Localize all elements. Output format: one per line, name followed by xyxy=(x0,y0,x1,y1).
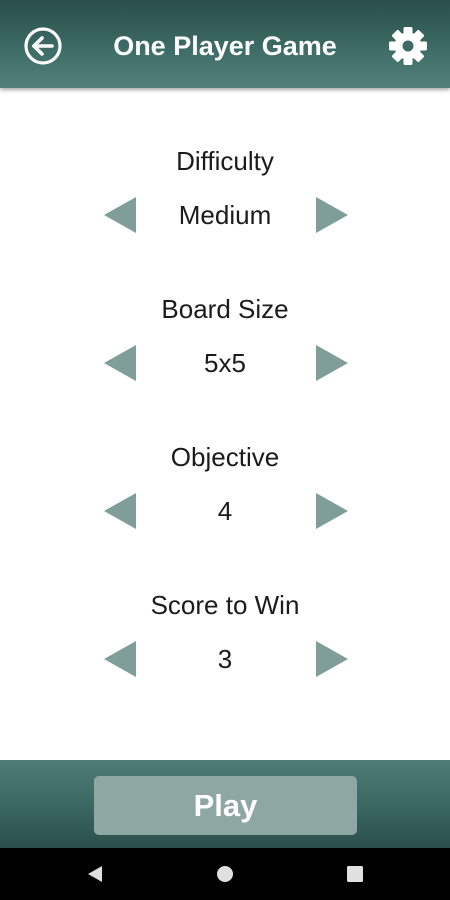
triangle-left-icon xyxy=(104,345,136,381)
nav-back-button[interactable] xyxy=(81,860,109,888)
setting-value: 3 xyxy=(217,644,233,674)
setting-objective: Objective 4 xyxy=(0,439,450,549)
score-to-win-next-button[interactable] xyxy=(312,639,352,679)
setting-board-size: Board Size 5x5 xyxy=(0,291,450,401)
triangle-right-icon xyxy=(316,345,348,381)
objective-next-button[interactable] xyxy=(312,491,352,531)
setting-label: Board Size xyxy=(161,294,289,324)
setting-value: 4 xyxy=(217,496,233,526)
board-size-previous-button[interactable] xyxy=(100,343,140,383)
triangle-right-icon xyxy=(316,641,348,677)
setting-label: Difficulty xyxy=(176,146,274,176)
setting-score-to-win: Score to Win 3 xyxy=(0,587,450,697)
arrow-left-circle-icon xyxy=(24,27,62,65)
triangle-right-icon xyxy=(316,197,348,233)
nav-back-icon xyxy=(88,866,102,882)
difficulty-previous-button[interactable] xyxy=(100,195,140,235)
board-size-next-button[interactable] xyxy=(312,343,352,383)
setting-value: 5x5 xyxy=(204,348,246,378)
setting-difficulty: Difficulty Medium xyxy=(0,143,450,253)
footer-bar: Play xyxy=(0,760,450,848)
nav-recents-button[interactable] xyxy=(341,860,369,888)
nav-recents-icon xyxy=(347,866,363,882)
app-bar: One Player Game xyxy=(0,0,450,88)
difficulty-next-button[interactable] xyxy=(312,195,352,235)
setting-label: Objective xyxy=(170,442,280,472)
triangle-left-icon xyxy=(104,493,136,529)
triangle-left-icon xyxy=(104,641,136,677)
score-to-win-previous-button[interactable] xyxy=(100,639,140,679)
play-button[interactable]: Play xyxy=(94,776,357,835)
settings-button[interactable] xyxy=(386,24,430,68)
back-button[interactable] xyxy=(23,26,63,66)
system-navigation-bar xyxy=(0,848,450,900)
objective-previous-button[interactable] xyxy=(100,491,140,531)
gear-icon xyxy=(389,27,427,65)
setting-value: Medium xyxy=(178,200,272,230)
triangle-right-icon xyxy=(316,493,348,529)
setting-label: Score to Win xyxy=(150,590,300,620)
page-title: One Player Game xyxy=(113,31,337,61)
nav-home-icon xyxy=(217,866,233,882)
game-settings-list: Difficulty Medium Board Size 5x5 Objecti… xyxy=(0,88,450,760)
triangle-left-icon xyxy=(104,197,136,233)
nav-home-button[interactable] xyxy=(211,860,239,888)
